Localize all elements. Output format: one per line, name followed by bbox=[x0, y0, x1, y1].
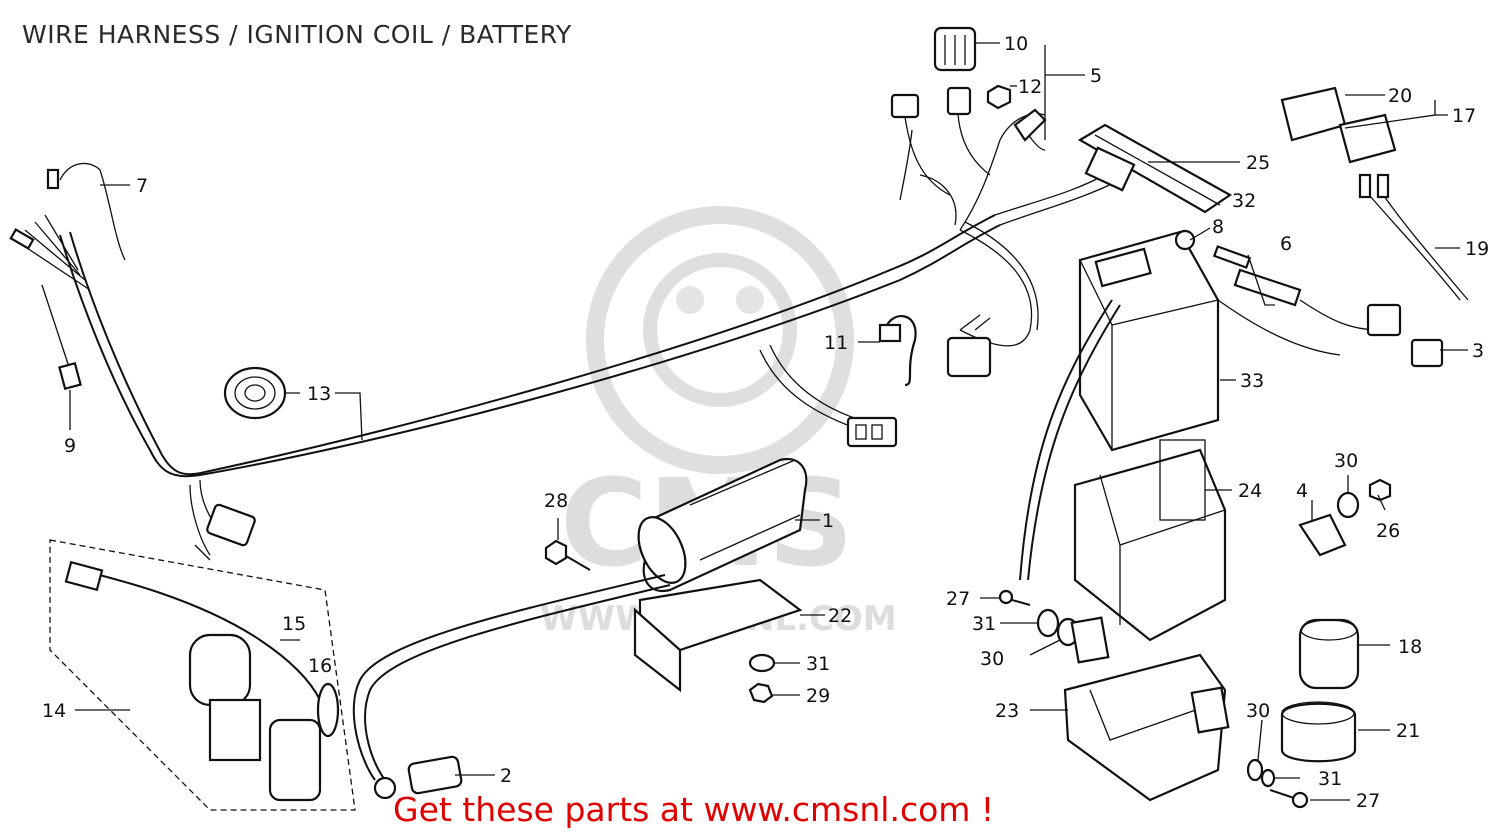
callout-10: 10 bbox=[1004, 33, 1028, 55]
callout-31-right: 31 bbox=[972, 613, 996, 635]
washer-31-lower bbox=[1260, 768, 1276, 788]
callout-11: 11 bbox=[824, 332, 848, 354]
callout-25: 25 bbox=[1246, 152, 1270, 174]
callout-20: 20 bbox=[1388, 85, 1412, 107]
page-title: WIRE HARNESS / IGNITION COIL / BATTERY bbox=[22, 20, 572, 49]
wire-19 bbox=[1358, 173, 1469, 301]
subharness-5 bbox=[890, 86, 1047, 196]
bracket-4 bbox=[1298, 513, 1347, 557]
callout-21: 21 bbox=[1396, 720, 1420, 742]
callout-31-lower: 31 bbox=[1318, 768, 1342, 790]
callout-33: 33 bbox=[1240, 370, 1264, 392]
screw-8 bbox=[1174, 229, 1196, 251]
callout-4: 4 bbox=[1296, 480, 1308, 502]
connector-block bbox=[846, 416, 898, 448]
ignition-coil-1 bbox=[637, 457, 808, 593]
bracket-25 bbox=[1077, 123, 1233, 214]
connector-3 bbox=[1366, 303, 1444, 368]
connector-7 bbox=[9, 162, 126, 291]
battery-33 bbox=[1078, 230, 1220, 452]
callout-27-upper: 27 bbox=[946, 588, 970, 610]
callout-18: 18 bbox=[1398, 636, 1422, 658]
callout-27-lower: 27 bbox=[1356, 790, 1380, 812]
callout-19: 19 bbox=[1465, 238, 1489, 260]
callout-8: 8 bbox=[1212, 216, 1224, 238]
callout-1: 1 bbox=[822, 510, 834, 532]
clip-11 bbox=[878, 315, 917, 387]
callout-22: 22 bbox=[828, 605, 852, 627]
callout-12: 12 bbox=[1018, 76, 1042, 98]
watermark: CMS WWW.CMSNL.COM bbox=[540, 206, 897, 639]
callout-3: 3 bbox=[1472, 340, 1484, 362]
callout-15: 15 bbox=[282, 613, 306, 635]
part-12-nut bbox=[986, 84, 1012, 110]
battery-tray-23 bbox=[1063, 616, 1230, 802]
callout-31-mid: 31 bbox=[806, 653, 830, 675]
harness-connector-left bbox=[194, 503, 256, 561]
plug-cap-2 bbox=[352, 574, 671, 800]
callout-29: 29 bbox=[806, 685, 830, 707]
callout-6: 6 bbox=[1280, 233, 1292, 255]
callout-14: 14 bbox=[42, 700, 66, 722]
part-18 bbox=[1298, 618, 1360, 690]
callout-17: 17 bbox=[1452, 105, 1476, 127]
coil-bracket-22 bbox=[633, 578, 803, 693]
relay-cover-20 bbox=[1280, 86, 1347, 142]
grommet-13 bbox=[223, 366, 287, 420]
washer-30-lower bbox=[1246, 758, 1264, 782]
connector-mid bbox=[946, 314, 992, 378]
condenser-panel-14 bbox=[49, 539, 356, 811]
callout-30-right: 30 bbox=[1334, 450, 1358, 472]
callout-2: 2 bbox=[500, 765, 512, 787]
fuse-32 bbox=[1212, 245, 1252, 269]
callout-16: 16 bbox=[308, 655, 332, 677]
callout-7: 7 bbox=[136, 175, 148, 197]
bolt-27-upper bbox=[998, 589, 1031, 606]
bolt-28 bbox=[544, 539, 591, 571]
callout-32: 32 bbox=[1232, 190, 1256, 212]
cta-link[interactable]: Get these parts at www.cmsnl.com ! bbox=[393, 790, 995, 829]
callout-28: 28 bbox=[544, 490, 568, 512]
callout-30-lower: 30 bbox=[1246, 700, 1270, 722]
washer-30-right bbox=[1336, 491, 1360, 519]
bolt-26 bbox=[1368, 478, 1392, 502]
callout-23: 23 bbox=[995, 700, 1019, 722]
bolt-27-lower bbox=[1269, 789, 1309, 809]
clamp-21 bbox=[1280, 701, 1357, 763]
callout-13: 13 bbox=[307, 383, 331, 405]
callout-numbers: 1 2 3 4 5 6 7 8 9 10 11 12 13 14 15 16 1… bbox=[42, 33, 1489, 812]
washer-31-mid bbox=[748, 653, 776, 673]
battery-cable bbox=[1019, 299, 1121, 581]
nut-29 bbox=[748, 682, 774, 704]
callout-30-mid: 30 bbox=[980, 648, 1004, 670]
callout-26: 26 bbox=[1376, 520, 1400, 542]
battery-box-24 bbox=[1073, 439, 1227, 642]
callout-24: 24 bbox=[1238, 480, 1262, 502]
callout-5: 5 bbox=[1090, 65, 1102, 87]
connector-10 bbox=[933, 26, 977, 72]
washer-31-right bbox=[1036, 608, 1060, 638]
leader-lines bbox=[69, 42, 1468, 801]
fuse-holder-6 bbox=[1217, 268, 1381, 356]
callout-9: 9 bbox=[64, 435, 76, 457]
terminal-9 bbox=[41, 284, 82, 391]
